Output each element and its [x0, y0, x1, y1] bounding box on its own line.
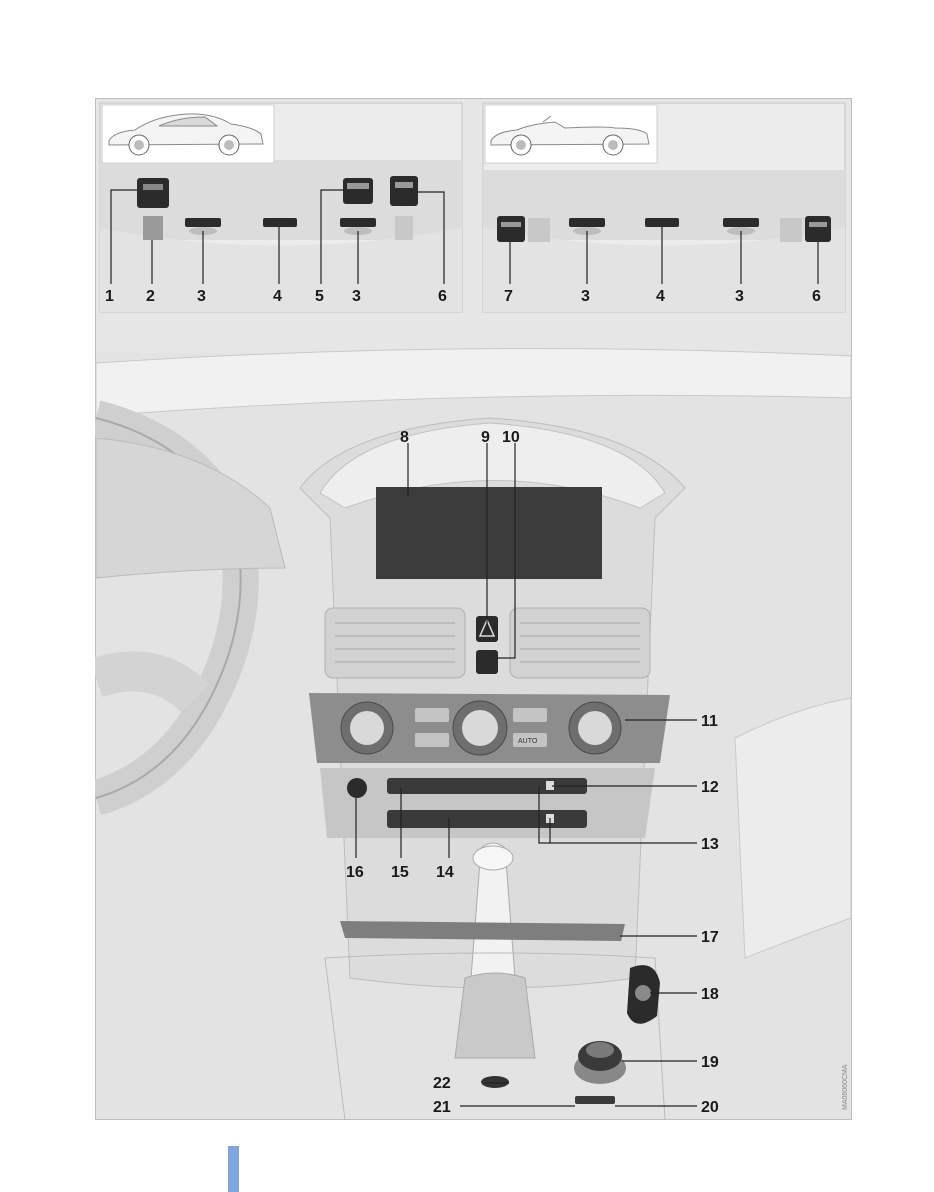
- callout-8: 8: [400, 429, 409, 446]
- callout-13: 13: [701, 836, 719, 853]
- dashboard-scene: AUTO: [96, 348, 851, 1120]
- image-code: MA06060CMA: [842, 1064, 849, 1110]
- callout-17: 17: [701, 929, 719, 946]
- callout-2: 2: [146, 288, 155, 305]
- callout-4: 4: [273, 288, 282, 305]
- callout-7: 7: [504, 288, 513, 305]
- callout-6: 6: [438, 288, 447, 305]
- air-vent-left: [325, 608, 465, 678]
- callout-22: 22: [433, 1075, 451, 1092]
- callout-10: 10: [502, 429, 520, 446]
- callout-6b: 6: [812, 288, 821, 305]
- callout-12: 12: [701, 779, 719, 796]
- auto-button-label: AUTO: [518, 738, 538, 745]
- convertible-top-button: [497, 216, 525, 242]
- callout-18: 18: [701, 986, 719, 1003]
- dvd-slot: [387, 810, 587, 828]
- callout-19: 19: [701, 1054, 719, 1071]
- callout-20: 20: [701, 1099, 719, 1116]
- cockpit-illustration: 1 2 3 4 5 3 6: [95, 98, 852, 1120]
- callout-21: 21: [433, 1099, 451, 1116]
- callout-4b: 4: [656, 288, 665, 305]
- reading-light-button-right: [805, 216, 831, 242]
- callout-3c: 3: [581, 288, 590, 305]
- coupe-roof-panel: 1 2 3 4 5 3 6: [100, 103, 462, 312]
- convertible-roof-panel: 7 3 4 3 6: [483, 103, 845, 312]
- reading-light-button: [390, 176, 418, 206]
- callout-1: 1: [105, 288, 114, 305]
- interior-light-button: [137, 178, 169, 208]
- callout-3d: 3: [735, 288, 744, 305]
- reading-lamp-right: [340, 218, 376, 227]
- page-side-tab: [228, 1146, 239, 1192]
- roof-button: [343, 178, 373, 204]
- central-lock-button: [476, 650, 498, 674]
- callout-5: 5: [315, 288, 324, 305]
- microphone-grille: [143, 216, 163, 240]
- callout-16: 16: [346, 864, 364, 881]
- control-display: [376, 487, 602, 579]
- switch-strip: [340, 921, 625, 941]
- callout-15: 15: [391, 864, 409, 881]
- climate-knobs: AUTO: [341, 701, 621, 755]
- audio-knob: [347, 778, 367, 798]
- air-vent-right: [510, 608, 650, 678]
- reading-lamp-left: [185, 218, 221, 227]
- small-knob: [481, 1076, 509, 1088]
- interior-lamp: [263, 218, 297, 227]
- callout-14: 14: [436, 864, 454, 881]
- callout-11: 11: [701, 713, 718, 730]
- callout-3: 3: [197, 288, 206, 305]
- callout-3b: 3: [352, 288, 361, 305]
- callout-9: 9: [481, 429, 490, 446]
